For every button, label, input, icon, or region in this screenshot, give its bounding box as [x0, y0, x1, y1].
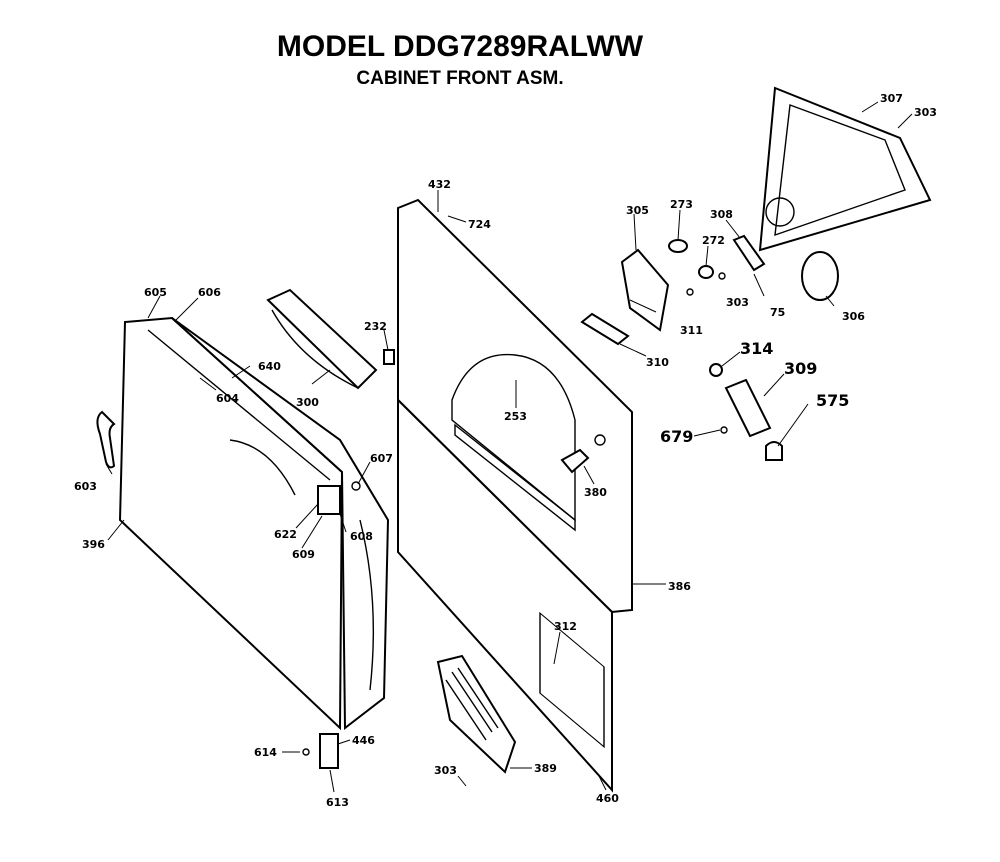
door-panel	[118, 316, 390, 731]
diagram-title: MODEL DDG7289RALWW	[276, 30, 644, 63]
lint-filter	[436, 654, 517, 774]
lower-hinge	[319, 733, 339, 769]
clip-232	[383, 349, 395, 365]
ring-306	[801, 251, 839, 301]
screw-311	[686, 288, 694, 296]
label-605: 605	[144, 286, 167, 299]
label-309: 309	[784, 359, 817, 378]
label-613: 613	[326, 796, 349, 809]
label-273: 273	[670, 198, 693, 211]
label-380: 380	[584, 486, 607, 499]
label-446: 446	[352, 734, 375, 747]
air-duct	[758, 86, 932, 252]
label-724: 724	[468, 218, 491, 231]
bracket-308	[732, 234, 766, 272]
label-614: 614	[254, 746, 277, 759]
label-606: 606	[198, 286, 221, 299]
hinge-screw	[302, 748, 310, 756]
label-575: 575	[816, 391, 849, 410]
label-303-mid: 303	[726, 296, 749, 309]
door-screw	[351, 481, 361, 491]
label-307: 307	[880, 92, 903, 105]
label-604: 604	[216, 392, 239, 405]
label-608: 608	[350, 530, 373, 543]
label-308: 308	[710, 208, 733, 221]
label-312: 312	[554, 620, 577, 633]
label-272: 272	[702, 234, 725, 247]
label-310: 310	[646, 356, 669, 369]
label-303-bottom: 303	[434, 764, 457, 777]
label-640: 640	[258, 360, 281, 373]
part-314	[709, 363, 723, 377]
label-386: 386	[668, 580, 691, 593]
label-303-top: 303	[914, 106, 937, 119]
lamp-socket	[560, 448, 590, 474]
label-396: 396	[82, 538, 105, 551]
label-75: 75	[770, 306, 785, 319]
label-305: 305	[626, 204, 649, 217]
part-575	[765, 441, 783, 461]
label-253: 253	[504, 410, 527, 423]
diagram-subtitle: CABINET FRONT ASM.	[356, 68, 564, 89]
screw-303b	[718, 272, 726, 280]
label-389: 389	[534, 762, 557, 775]
part-272	[698, 265, 714, 279]
plate-309	[724, 378, 772, 438]
plate-310	[580, 312, 630, 346]
screw-679	[720, 426, 728, 434]
part-labels: 307 303 432 724 305 273 272 308 303 311 …	[74, 92, 937, 809]
label-603: 603	[74, 480, 97, 493]
part-273	[668, 239, 688, 253]
cabinet-front	[397, 198, 633, 793]
label-432: 432	[428, 178, 451, 191]
bracket-305	[620, 248, 670, 332]
label-622: 622	[274, 528, 297, 541]
label-609: 609	[292, 548, 315, 561]
door-handle	[96, 410, 116, 469]
label-607: 607	[370, 452, 393, 465]
control-trough	[266, 288, 378, 390]
label-460: 460	[596, 792, 619, 805]
label-232: 232	[364, 320, 387, 333]
label-306: 306	[842, 310, 865, 323]
label-311: 311	[680, 324, 703, 337]
label-679: 679	[660, 427, 693, 446]
label-314: 314	[740, 339, 773, 358]
leader-lines	[105, 101, 913, 793]
door-hinge-block	[317, 485, 341, 515]
label-300: 300	[296, 396, 319, 409]
